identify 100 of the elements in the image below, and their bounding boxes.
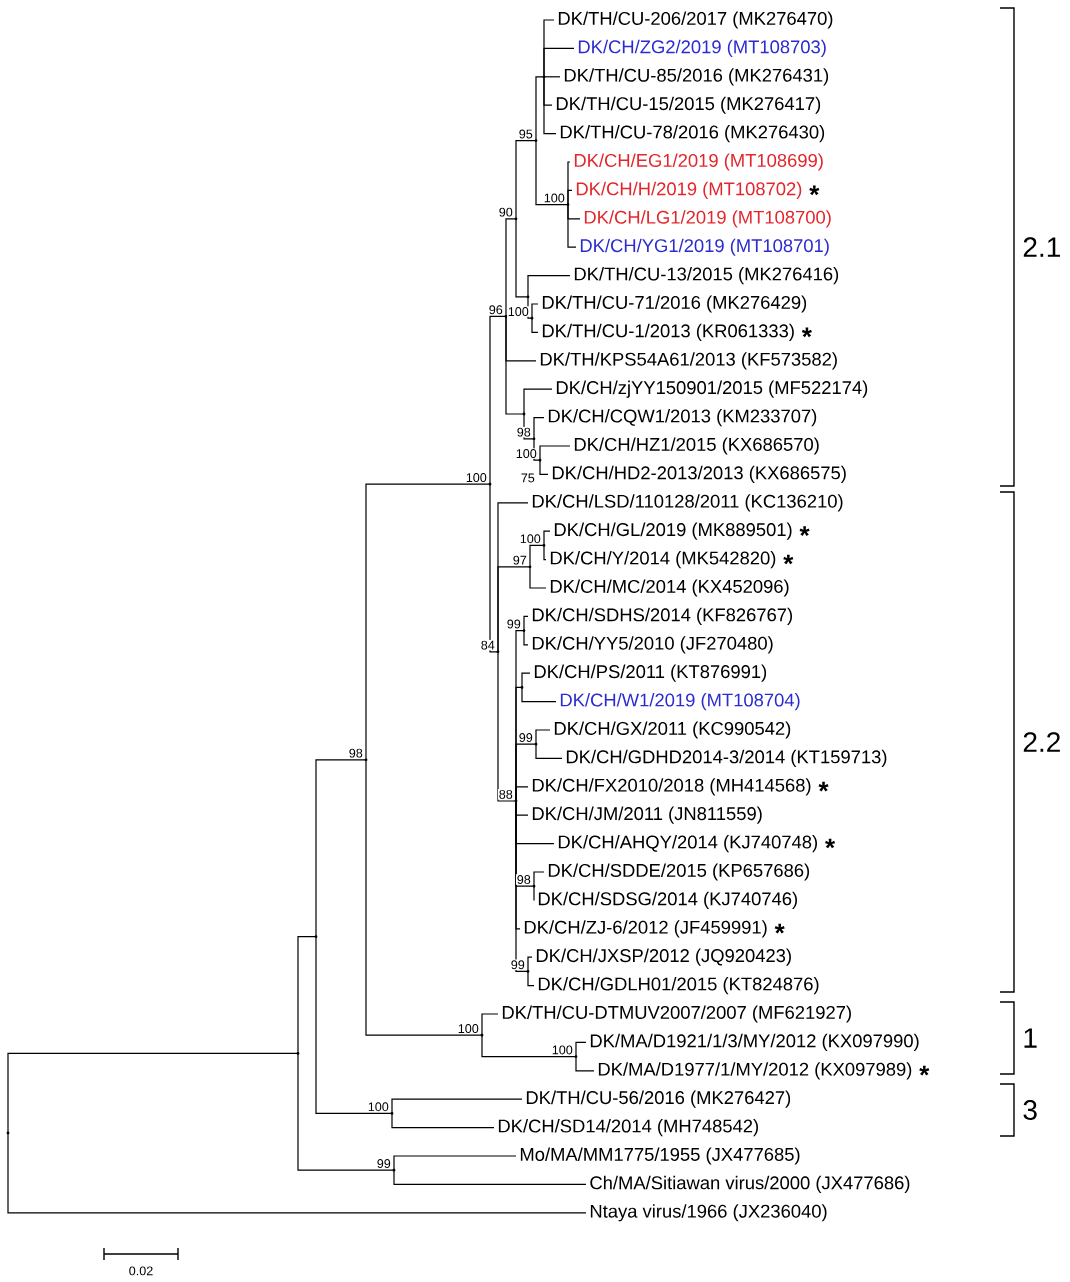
taxon-label: DK/TH/CU-206/2017 (MK276470) [558, 11, 833, 29]
taxon-label: DK/CH/H/2019 (MT108702) [576, 181, 802, 199]
tree-branch [515, 140, 537, 220]
taxon-label: DK/CH/SDHS/2014 (KF826767) [532, 607, 792, 625]
tree-branch [515, 786, 529, 802]
asterisk-mark: * [919, 1065, 930, 1076]
tree-branch [531, 303, 539, 319]
asterisk-mark: * [825, 838, 836, 849]
tree-branch [533, 438, 541, 461]
taxon-label: DK/CH/LG1/2019 (MT108700) [584, 210, 831, 228]
tree-branch [543, 530, 551, 546]
asterisk-mark: * [774, 923, 785, 934]
asterisk-mark: * [801, 327, 812, 338]
tree-branch [567, 189, 573, 206]
tree-branch [539, 459, 549, 475]
taxon-label: DK/CH/HZ1/2015 (KX686570) [574, 437, 819, 455]
taxon-label: DK/TH/CU-13/2015 (MK276416) [574, 267, 839, 285]
taxon-label: DK/CH/PS/2011 (KT876991) [534, 664, 767, 682]
taxon-label: DK/CH/GDLH01/2015 (KT824876) [538, 977, 819, 995]
tree-branch [527, 970, 535, 987]
asterisk-mark: * [818, 781, 829, 792]
tree-branch [535, 729, 551, 745]
tree-branch [391, 1098, 523, 1114]
tree-branch [535, 743, 563, 759]
tree-branch [521, 686, 557, 703]
tree-branch [393, 1169, 587, 1185]
taxon-label: DK/TH/CU-56/2016 (MK276427) [526, 1090, 791, 1108]
taxon-label: DK/CH/Y/2014 (MK542820) [550, 551, 776, 569]
taxon-label: DK/CH/YG1/2019 (MT108701) [580, 238, 829, 256]
taxon-label: DK/TH/CU-85/2016 (MK276431) [564, 68, 829, 86]
tree-branch [481, 1034, 577, 1058]
tree-branch [521, 672, 531, 688]
tree-branch [575, 1041, 587, 1058]
tree-branch [531, 317, 539, 333]
tree-branch [393, 1155, 517, 1171]
taxon-label: DK/CH/HD2-2013/2013 (KX686575) [552, 465, 846, 483]
clade-label: 2.1 [1023, 237, 1060, 257]
tree-branch [535, 140, 569, 206]
tree-branch [527, 275, 571, 298]
tree-branch [315, 936, 393, 1114]
taxon-label: Ntaya virus/1966 (JX236040) [590, 1204, 827, 1222]
tree-branch [515, 218, 529, 298]
clade-label: 2.2 [1023, 732, 1060, 752]
taxon-label: DK/TH/CU-71/2016 (MK276429) [542, 295, 807, 313]
tree-branch [523, 615, 529, 632]
taxon-label: DK/CH/LSD/110128/2011 (KC136210) [532, 494, 843, 512]
tree-branch [497, 651, 517, 802]
tree-branch [497, 566, 531, 653]
tree-branch [505, 315, 525, 415]
taxon-label: DK/CH/zjYY150901/2015 (MF522174) [556, 380, 868, 398]
taxon-label: DK/CH/AHQY/2014 (KJ740748) [558, 835, 817, 853]
taxon-label: DK/CH/GL/2019 (MK889501) [554, 522, 792, 540]
tree-branch [543, 47, 575, 78]
tree-branch [315, 759, 367, 938]
taxon-label: DK/CH/SD14/2014 (MH748542) [498, 1119, 758, 1137]
asterisk-mark: * [783, 554, 794, 565]
taxon-label: DK/TH/CU-1/2013 (KR061333) [542, 323, 794, 341]
tree-branch [533, 885, 535, 901]
tree-branch [529, 566, 547, 589]
tree-branch [543, 76, 561, 78]
taxon-label: DK/TH/KPS54A61/2013 (KF573582) [540, 352, 837, 370]
taxon-label: DK/CH/ZJ-6/2012 (JF459991) [524, 920, 767, 938]
tree-branch [391, 1112, 495, 1129]
tree-branch [515, 800, 529, 972]
tree-branch [365, 483, 491, 761]
tree-branch [539, 445, 571, 461]
taxon-label: DK/CH/YY5/2010 (JF270480) [532, 636, 773, 654]
taxon-label: DK/CH/SDSG/2014 (KJ740746) [538, 891, 797, 909]
taxon-label: DK/TH/CU-78/2016 (MK276430) [560, 125, 825, 143]
tree-branch [7, 1052, 299, 1134]
taxon-label: DK/MA/D1977/1/MY/2012 (KX097989) [598, 1062, 912, 1080]
tree-branch [523, 630, 529, 646]
asterisk-mark: * [799, 526, 810, 536]
tree-branch [535, 76, 545, 142]
taxon-label: DK/MA/D1921/1/3/MY/2012 (KX097990) [590, 1033, 919, 1051]
asterisk-mark: * [809, 185, 820, 196]
tree-branch [505, 218, 517, 317]
taxon-label: DK/CH/GDHD2014-3/2014 (KT159713) [566, 749, 887, 767]
tree-branch [533, 871, 545, 887]
taxon-label: DK/CH/JM/2011 (JN811559) [532, 806, 762, 824]
taxon-label: DK/CH/JXSP/2012 (JQ920423) [536, 948, 791, 966]
tree-branch [297, 1052, 395, 1171]
taxon-label: DK/CH/MC/2014 (KX452096) [550, 579, 789, 597]
taxon-label: DK/TH/CU-DTMUV2007/2007 (MF621927) [502, 1005, 851, 1023]
tree-branch [533, 417, 545, 440]
tree-branch [527, 956, 533, 972]
taxon-label: Ch/MA/Sitiawan virus/2000 (JX477686) [590, 1175, 910, 1193]
tree-branch [297, 936, 317, 1054]
tree-branch [567, 204, 577, 248]
tree-branch [523, 413, 535, 440]
clade-label: 1 [1024, 1028, 1037, 1048]
taxon-label: DK/CH/ZG2/2019 (MT108703) [578, 39, 826, 57]
clade-label: 3 [1023, 1100, 1037, 1120]
taxon-label: DK/CH/FX2010/2018 (MH414568) [532, 778, 811, 796]
tree-branch [7, 1132, 587, 1214]
tree-branch [523, 388, 553, 415]
tree-branch [489, 315, 507, 485]
taxon-label: DK/CH/SDDE/2015 (KP657686) [548, 863, 810, 881]
tree-branch [543, 544, 547, 561]
taxon-label: DK/CH/CQW1/2013 (KM233707) [548, 409, 817, 427]
